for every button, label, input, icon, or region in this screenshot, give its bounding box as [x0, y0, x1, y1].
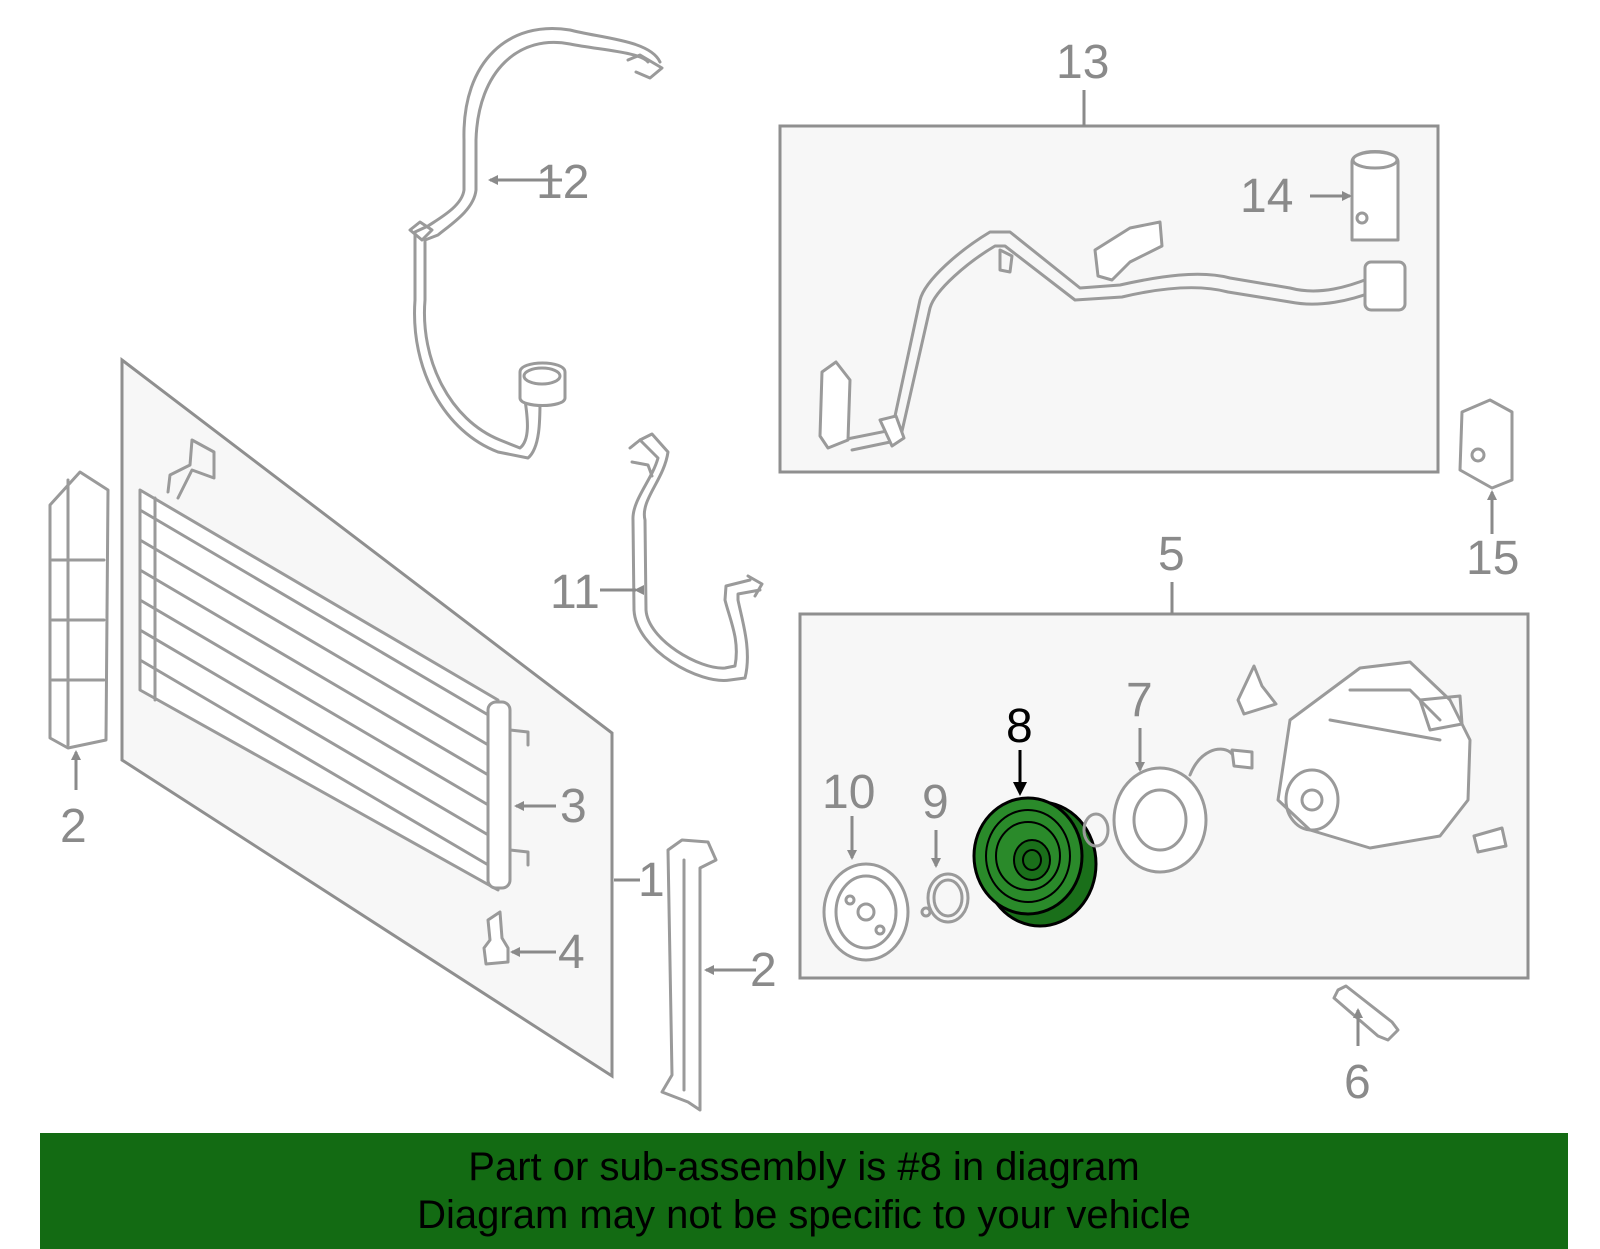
callout-6: 6	[1344, 1056, 1371, 1109]
callout-7: 7	[1126, 674, 1153, 727]
callout-labels: 1 2 2 3 4 5 6 7 8 9 10 11 12 13 14 15	[60, 36, 1519, 1109]
compressor-pulley-highlighted[interactable]	[972, 796, 1098, 928]
clutch-hub-disc	[822, 862, 910, 962]
callout-3: 3	[560, 780, 587, 833]
callout-10: 10	[822, 766, 875, 819]
callout-13: 13	[1056, 36, 1109, 89]
expansion-valve	[1350, 150, 1400, 242]
info-banner: Part or sub-assembly is #8 in diagram Di…	[40, 1133, 1568, 1249]
liquid-tube	[628, 432, 764, 682]
banner-line-part: Part or sub-assembly is #8 in diagram	[468, 1145, 1140, 1189]
callout-12: 12	[536, 156, 589, 209]
block-fitting	[1458, 398, 1514, 490]
compressor-assembly	[798, 612, 1530, 980]
callout-2-right: 2	[750, 944, 777, 997]
clutch-shim	[920, 872, 970, 924]
callout-14: 14	[1240, 170, 1293, 223]
field-coil	[1112, 747, 1254, 874]
callout-8: 8	[1006, 700, 1033, 753]
callout-4: 4	[558, 926, 585, 979]
callout-15: 15	[1466, 532, 1519, 585]
condenser-mount-bolt	[482, 910, 510, 966]
condenser-assembly	[120, 356, 614, 1079]
callout-5: 5	[1158, 528, 1185, 581]
callout-1: 1	[638, 854, 665, 907]
callout-2-left: 2	[60, 800, 87, 853]
compressor-body	[1276, 660, 1472, 850]
suction-line-assembly	[778, 124, 1440, 474]
air-guard-right	[660, 838, 718, 1112]
compressor-mount-bolt	[1332, 984, 1400, 1042]
callout-9: 9	[922, 776, 949, 829]
air-guard-left	[48, 470, 110, 750]
leader-lines	[71, 90, 1497, 1046]
discharge-hose	[408, 27, 664, 460]
banner-line-disclaimer: Diagram may not be specific to your vehi…	[417, 1193, 1191, 1237]
callout-11: 11	[550, 566, 600, 619]
